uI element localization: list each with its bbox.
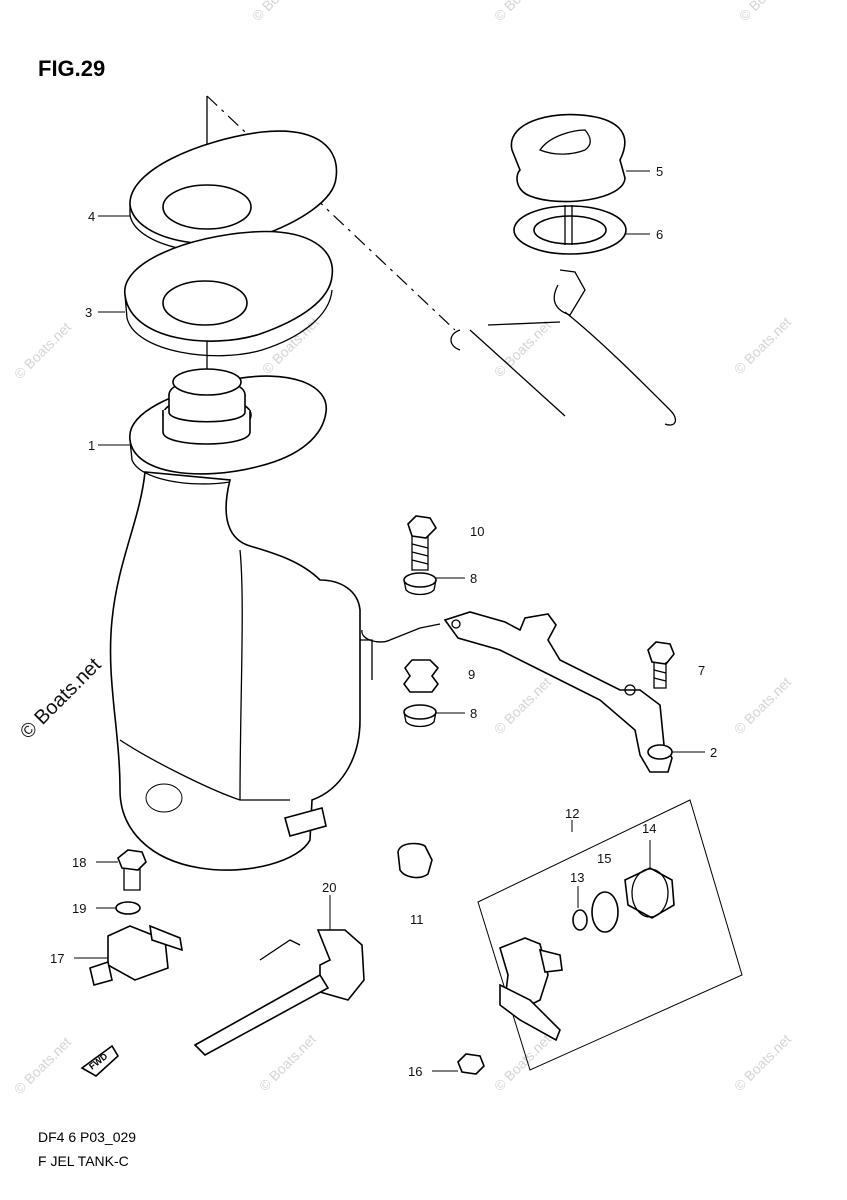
part-fuel-cock-assembly <box>457 799 743 1075</box>
callout-16: 16 <box>408 1064 422 1079</box>
callout-4: 4 <box>88 209 95 224</box>
callout-9: 9 <box>468 667 475 682</box>
callout-1: 1 <box>88 438 95 453</box>
fwd-arrow-icon: FWD <box>80 1044 120 1077</box>
watermark: © Boats.net <box>11 319 74 382</box>
callout-labels: 1 2 3 4 5 6 7 8 8 9 10 11 12 13 14 15 16… <box>50 164 717 1079</box>
part-connector-17 <box>89 849 184 986</box>
callout-19: 19 <box>72 901 86 916</box>
part-seal <box>124 230 334 357</box>
watermark: © Boats.net <box>736 0 799 24</box>
callout-11: 11 <box>410 912 424 927</box>
callout-3: 3 <box>85 305 92 320</box>
part-11-knob <box>397 842 433 879</box>
callout-8a: 8 <box>470 571 477 586</box>
part-bolt-and-washer <box>403 515 438 596</box>
watermark: © Boats.net <box>731 314 794 377</box>
callout-6: 6 <box>656 227 663 242</box>
callout-18: 18 <box>72 855 86 870</box>
callout-15: 15 <box>597 851 611 866</box>
part-fuel-tank <box>109 368 373 871</box>
watermark: © Boats.net <box>731 1031 794 1094</box>
figure-caption: F JEL TANK-C <box>38 1153 129 1169</box>
part-bracket <box>443 611 673 773</box>
watermark-large: © Boats.net <box>16 654 106 744</box>
callout-2: 2 <box>710 745 717 760</box>
leader-lines <box>74 170 705 1072</box>
part-gasket-top <box>129 130 338 253</box>
watermark: © Boats.net <box>11 1034 74 1097</box>
watermark: © Boats.net <box>491 674 554 737</box>
callout-20: 20 <box>322 880 336 895</box>
callout-12: 12 <box>565 806 579 821</box>
part-grommet <box>361 623 441 728</box>
watermark: © Boats.net <box>256 1031 319 1094</box>
watermark: © Boats.net <box>491 1031 554 1094</box>
callout-10: 10 <box>470 524 484 539</box>
watermark: © Boats.net <box>491 0 554 24</box>
part-filler-cap <box>510 113 677 426</box>
figure-code: DF4 6 P03_029 <box>38 1129 136 1145</box>
callout-7: 7 <box>698 663 705 678</box>
callout-5: 5 <box>656 164 663 179</box>
watermark: © Boats.net <box>731 674 794 737</box>
watermark: © Boats.net <box>249 0 312 24</box>
part-lever-20 <box>193 929 365 1056</box>
callout-13: 13 <box>570 870 584 885</box>
part-bolt-7 <box>647 641 675 689</box>
callout-17: 17 <box>50 951 64 966</box>
callout-14: 14 <box>642 821 656 836</box>
figure-title: FIG.29 <box>38 56 105 81</box>
watermark: © Boats.net <box>491 317 554 380</box>
callout-8b: 8 <box>470 706 477 721</box>
